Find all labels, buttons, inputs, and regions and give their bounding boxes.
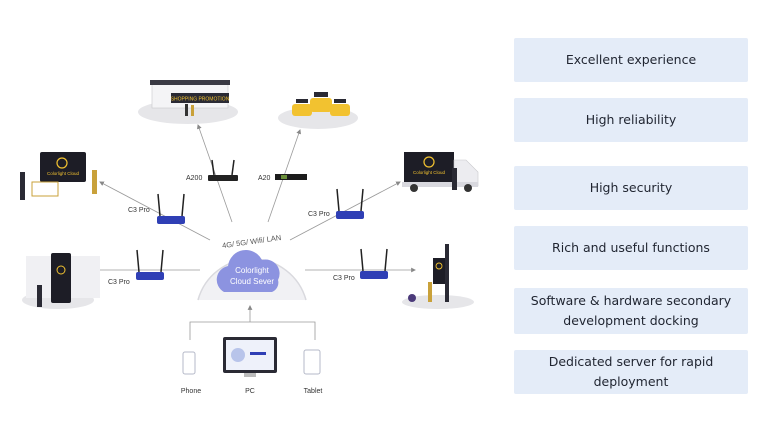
client-pc: PC xyxy=(223,337,277,395)
c3pro-router-icon xyxy=(157,216,185,224)
network-label: 4G/ 5G/ Wifi/ LAN xyxy=(222,233,282,250)
device-a20: A20 xyxy=(258,174,307,182)
person-icon xyxy=(20,172,25,200)
tablet-label: Tablet xyxy=(304,388,323,395)
c3pro-router-icon xyxy=(360,271,388,279)
c3pro-label: C3 Pro xyxy=(308,211,330,218)
mall-sign-text: SHOPPING PROMOTION xyxy=(171,97,230,103)
c3pro-router-icon xyxy=(136,272,164,280)
truck-screen-text: Colorlight Cloud xyxy=(413,170,446,175)
scene-street-sign xyxy=(402,244,474,309)
kiosk-screen xyxy=(40,152,86,182)
client-tablet: Tablet xyxy=(303,349,323,395)
clients-bracket xyxy=(189,321,316,340)
c3pro-label: C3 Pro xyxy=(108,279,130,286)
scene-taxi-fleet xyxy=(278,92,358,129)
taxi-icon xyxy=(330,104,350,116)
feature-item: Rich and useful functions xyxy=(514,226,748,270)
network-diagram: Colorlight Cloud Sever 4G/ 5G/ Wifi/ LAN… xyxy=(20,80,479,395)
device-a200: A200 xyxy=(186,159,238,182)
scene-shopping-mall: SHOPPING PROMOTION xyxy=(138,80,238,124)
person-icon xyxy=(92,170,97,194)
person-icon xyxy=(428,282,432,302)
a200-label: A200 xyxy=(186,175,202,182)
feature-item: High reliability xyxy=(514,98,748,142)
c3pro-left-top: C3 Pro xyxy=(128,193,185,224)
cloud-hub: Colorlight Cloud Sever 4G/ 5G/ Wifi/ LAN xyxy=(197,233,307,301)
line-to-kiosk xyxy=(99,181,211,241)
scene-totem xyxy=(22,253,100,309)
cloud-label-line2: Cloud Sever xyxy=(230,277,274,286)
taxi-icon xyxy=(292,104,312,116)
feature-item: High security xyxy=(514,166,748,210)
shopping-cart-icon xyxy=(31,181,59,197)
c3pro-label: C3 Pro xyxy=(128,207,150,214)
connector-lines xyxy=(94,124,416,340)
cloud-label-line1: Colorlight xyxy=(235,266,270,275)
c3pro-right-bottom: C3 Pro xyxy=(333,248,388,282)
a20-label: A20 xyxy=(258,175,271,182)
c3pro-left-bottom: C3 Pro xyxy=(108,249,164,286)
a200-router-icon xyxy=(208,175,238,181)
taxi-icon xyxy=(310,98,332,112)
scene-shop-screen: Colorlight Cloud xyxy=(20,152,97,200)
c3pro-right-top: C3 Pro xyxy=(308,188,364,219)
tablet-icon xyxy=(303,349,321,375)
scene-truck: Colorlight Cloud xyxy=(402,152,479,192)
kiosk-screen-text: Colorlight Cloud xyxy=(47,171,80,176)
client-phone: Phone xyxy=(181,351,201,395)
person-icon xyxy=(452,168,457,190)
phone-label: Phone xyxy=(181,388,201,395)
street-screen xyxy=(433,258,445,284)
feature-item: Excellent experience xyxy=(514,38,748,82)
c3pro-router-icon xyxy=(336,211,364,219)
person-icon xyxy=(37,285,42,307)
c3pro-label: C3 Pro xyxy=(333,275,355,282)
colorlight-logo-icon xyxy=(423,156,435,168)
pc-label: PC xyxy=(245,388,255,395)
phone-icon xyxy=(182,351,196,375)
a20-box-icon xyxy=(275,174,307,180)
cloud-icon xyxy=(216,250,280,292)
colorlight-logo-icon xyxy=(56,157,68,169)
mall-sign-screen xyxy=(171,93,229,103)
totem-screen xyxy=(51,253,71,303)
feature-item: Dedicated server for rapid deployment xyxy=(514,350,748,394)
feature-item: Software & hardware secondary developmen… xyxy=(514,288,748,334)
line-to-shop xyxy=(197,124,233,223)
